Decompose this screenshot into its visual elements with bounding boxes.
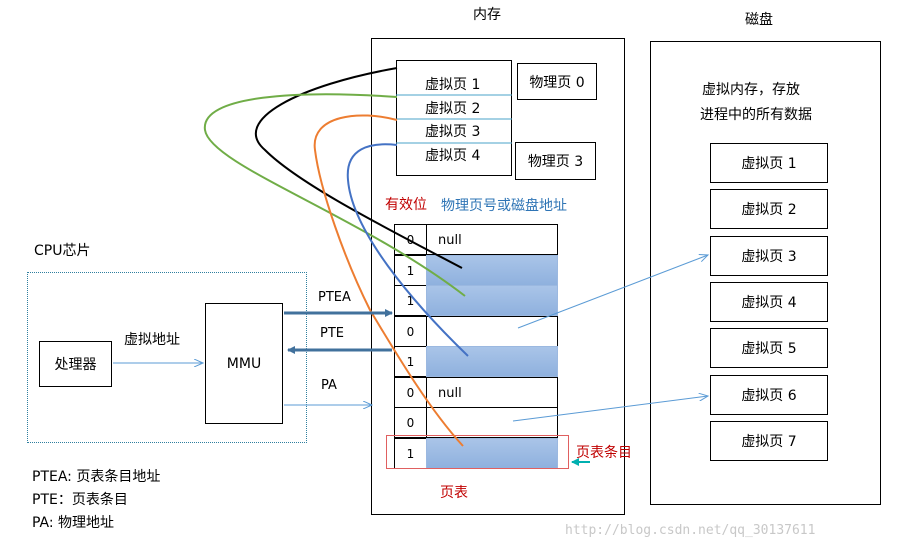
physical-page-0: 物理页 0 xyxy=(517,63,597,100)
disk-virtual-page-3: 虚拟页 3 xyxy=(710,236,828,276)
processor-label: 处理器 xyxy=(54,357,97,373)
mem-virtual-page-4: 虚拟页 4 xyxy=(425,148,481,164)
page-table-entry xyxy=(426,346,558,377)
physical-page-3-label: 物理页 3 xyxy=(527,154,584,170)
valid-bit-label: 有效位 xyxy=(385,197,427,213)
processor-box: 处理器 xyxy=(39,341,112,387)
vaddr-label: 虚拟地址 xyxy=(124,332,180,348)
page-table-valid-bit: 1 xyxy=(394,346,427,377)
cpu-title: CPU芯片 xyxy=(34,243,91,259)
disk-virtual-page-4: 虚拟页 4 xyxy=(710,282,828,322)
disk-desc-line2: 进程中的所有数据 xyxy=(700,107,812,123)
mmu-label: MMU xyxy=(226,355,262,372)
pte-highlight-box xyxy=(386,435,569,469)
disk-virtual-page-7: 虚拟页 7 xyxy=(710,421,828,461)
mmu-box: MMU xyxy=(205,303,283,424)
disk-virtual-page-5: 虚拟页 5 xyxy=(710,328,828,368)
page-table-label: 页表 xyxy=(440,485,468,501)
page-table-entry: null xyxy=(426,224,558,255)
disk-virtual-page-2: 虚拟页 2 xyxy=(710,189,828,229)
page-table-entry xyxy=(426,438,558,469)
mem-virtual-page-3: 虚拟页 3 xyxy=(425,124,481,140)
page-table-valid-bit: 0 xyxy=(394,224,427,255)
memory-title: 内存 xyxy=(473,7,501,23)
disk-virtual-page-1: 虚拟页 1 xyxy=(710,143,828,183)
page-table-entry xyxy=(426,285,558,316)
page-table-entry xyxy=(426,407,558,438)
virtual-pages-block xyxy=(396,60,512,176)
mem-virtual-page-2: 虚拟页 2 xyxy=(425,101,481,117)
pte-arrow-label: PTE xyxy=(320,326,344,341)
legend-pa: PA: 物理地址 xyxy=(32,515,115,531)
disk-title: 磁盘 xyxy=(745,12,773,28)
black-curve xyxy=(254,67,463,269)
page-table-valid-bit: 0 xyxy=(394,407,427,438)
pt-to-disk-arrow-1 xyxy=(517,255,708,329)
mem-virtual-page-1: 虚拟页 1 xyxy=(425,77,481,93)
address-label: 物理页号或磁盘地址 xyxy=(441,198,567,214)
orange-curve xyxy=(313,114,464,447)
disk-desc-line1: 虚拟内存，存放 xyxy=(702,82,800,98)
page-table-valid-bit: 1 xyxy=(394,285,427,316)
pt-to-disk-arrow-2 xyxy=(512,396,708,422)
green-curve xyxy=(203,93,466,297)
physical-page-3: 物理页 3 xyxy=(515,142,596,180)
blue-curve xyxy=(346,143,469,357)
legend-pte: PTE：页表条目 xyxy=(32,492,128,508)
ptea-label: PTEA xyxy=(318,290,351,305)
disk-virtual-page-6: 虚拟页 6 xyxy=(710,375,828,415)
cpu-chip-box xyxy=(27,272,307,443)
pa-label: PA xyxy=(321,378,337,393)
pte-label: 页表条目 xyxy=(576,445,632,461)
physical-page-0-label: 物理页 0 xyxy=(529,74,585,91)
legend-ptea: PTEA: 页表条目地址 xyxy=(32,469,161,485)
watermark: http://blog.csdn.net/qq_30137611 xyxy=(565,523,816,538)
